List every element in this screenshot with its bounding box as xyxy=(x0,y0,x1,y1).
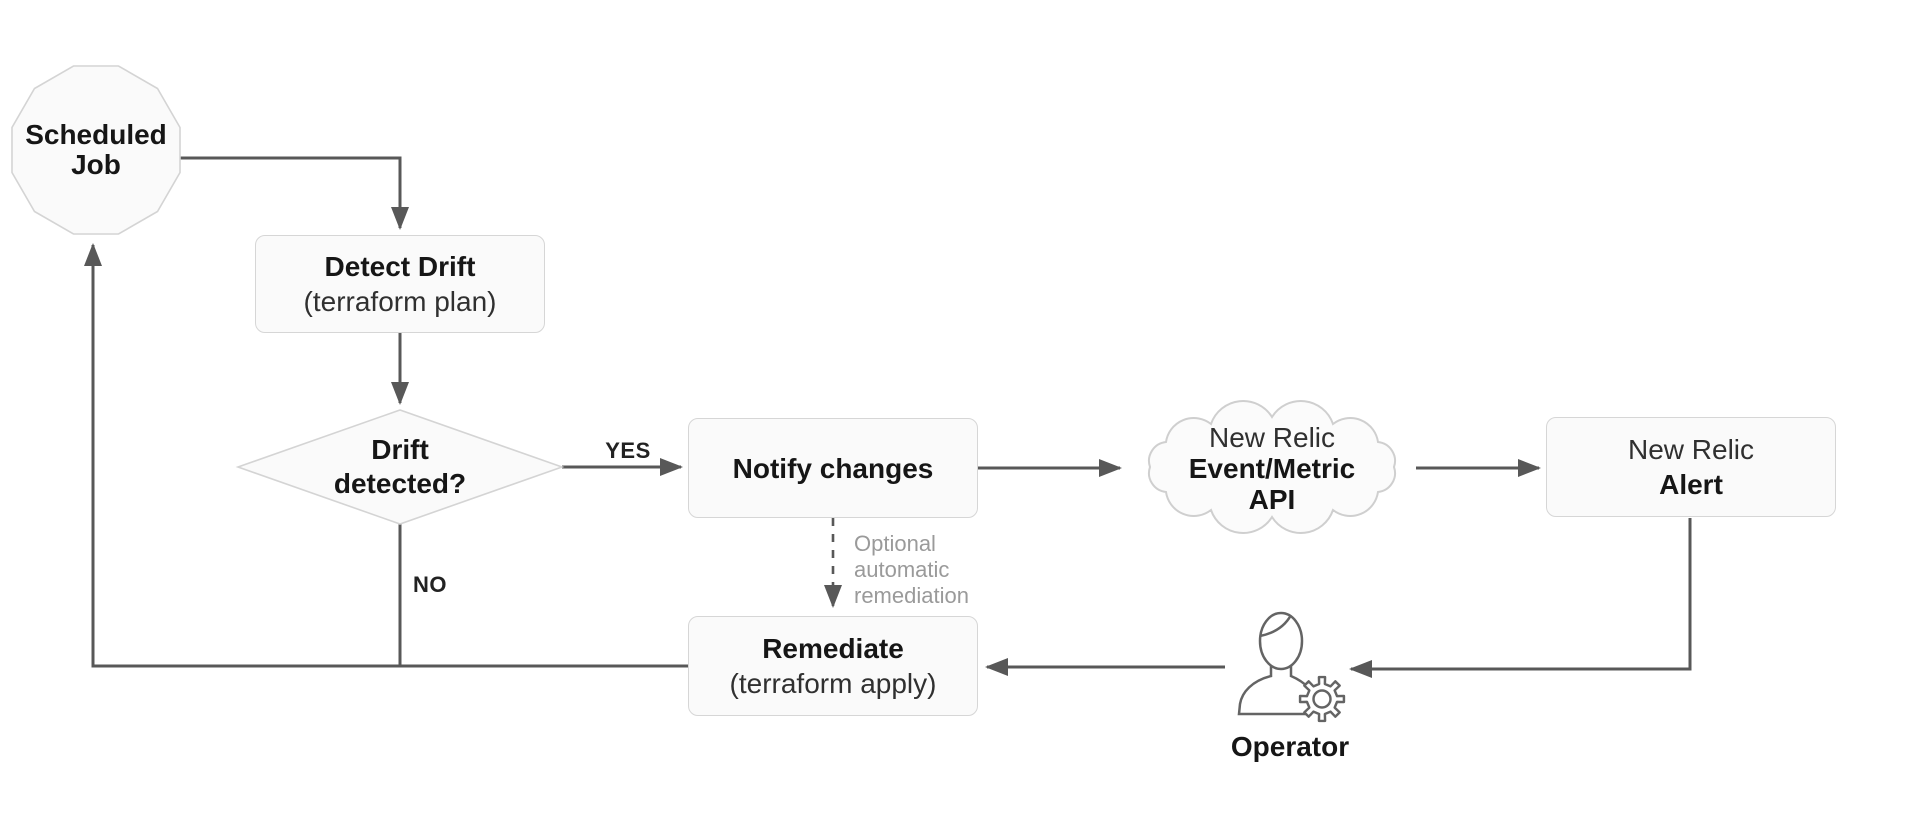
drift-decision-label: Drift detected? xyxy=(300,432,500,502)
new-relic-api-label: New Relic Event/Metric API xyxy=(1152,421,1392,515)
no-edge-label: NO xyxy=(413,572,447,597)
operator-shoulders xyxy=(1237,665,1312,716)
new-relic-api-cloud-shape xyxy=(1148,400,1396,534)
scheduled-job-line1: Scheduled xyxy=(25,119,167,150)
new-relic-api-line2: Event/Metric xyxy=(1188,452,1356,484)
optional-remediation-label: Optional automatic remediation xyxy=(854,531,969,608)
new-relic-alert-line1: New Relic xyxy=(1627,434,1755,465)
node-detect-drift: Detect Drift (terraform plan) xyxy=(255,235,545,333)
detect-drift-title: Detect Drift xyxy=(324,251,476,282)
operator-hair xyxy=(1259,614,1293,638)
operator-icon xyxy=(1237,611,1346,723)
new-relic-api-line3: API xyxy=(1248,483,1296,515)
operator-head xyxy=(1258,611,1304,671)
edge-scheduled-job-to-detect-drift xyxy=(180,156,409,230)
gear-icon xyxy=(1298,675,1346,723)
scheduled-job-label: Scheduled Job xyxy=(16,103,176,197)
edge-remediate-loop-to-scheduled-job xyxy=(84,243,688,668)
drift-decision-line2: detected? xyxy=(333,468,467,499)
notify-changes-title: Notify changes xyxy=(732,452,934,484)
operator-label: Operator xyxy=(1230,731,1350,762)
yes-edge-label: YES xyxy=(605,438,651,463)
edge-alert-to-operator xyxy=(1349,518,1692,678)
detect-drift-subtitle: (terraform plan) xyxy=(303,286,497,317)
node-remediate: Remediate (terraform apply) xyxy=(688,616,978,716)
drift-decision-shape xyxy=(235,409,565,525)
new-relic-alert-line2: Alert xyxy=(1659,469,1723,500)
node-notify-changes: Notify changes xyxy=(688,418,978,518)
drift-decision-line1: Drift xyxy=(371,434,429,465)
remediate-subtitle: (terraform apply) xyxy=(729,668,937,699)
scheduled-job-line2: Job xyxy=(71,149,121,180)
scheduled-job-shape xyxy=(11,65,181,235)
new-relic-api-line1: New Relic xyxy=(1208,421,1336,453)
node-new-relic-alert: New Relic Alert xyxy=(1546,417,1836,517)
remediate-title: Remediate xyxy=(762,633,904,664)
